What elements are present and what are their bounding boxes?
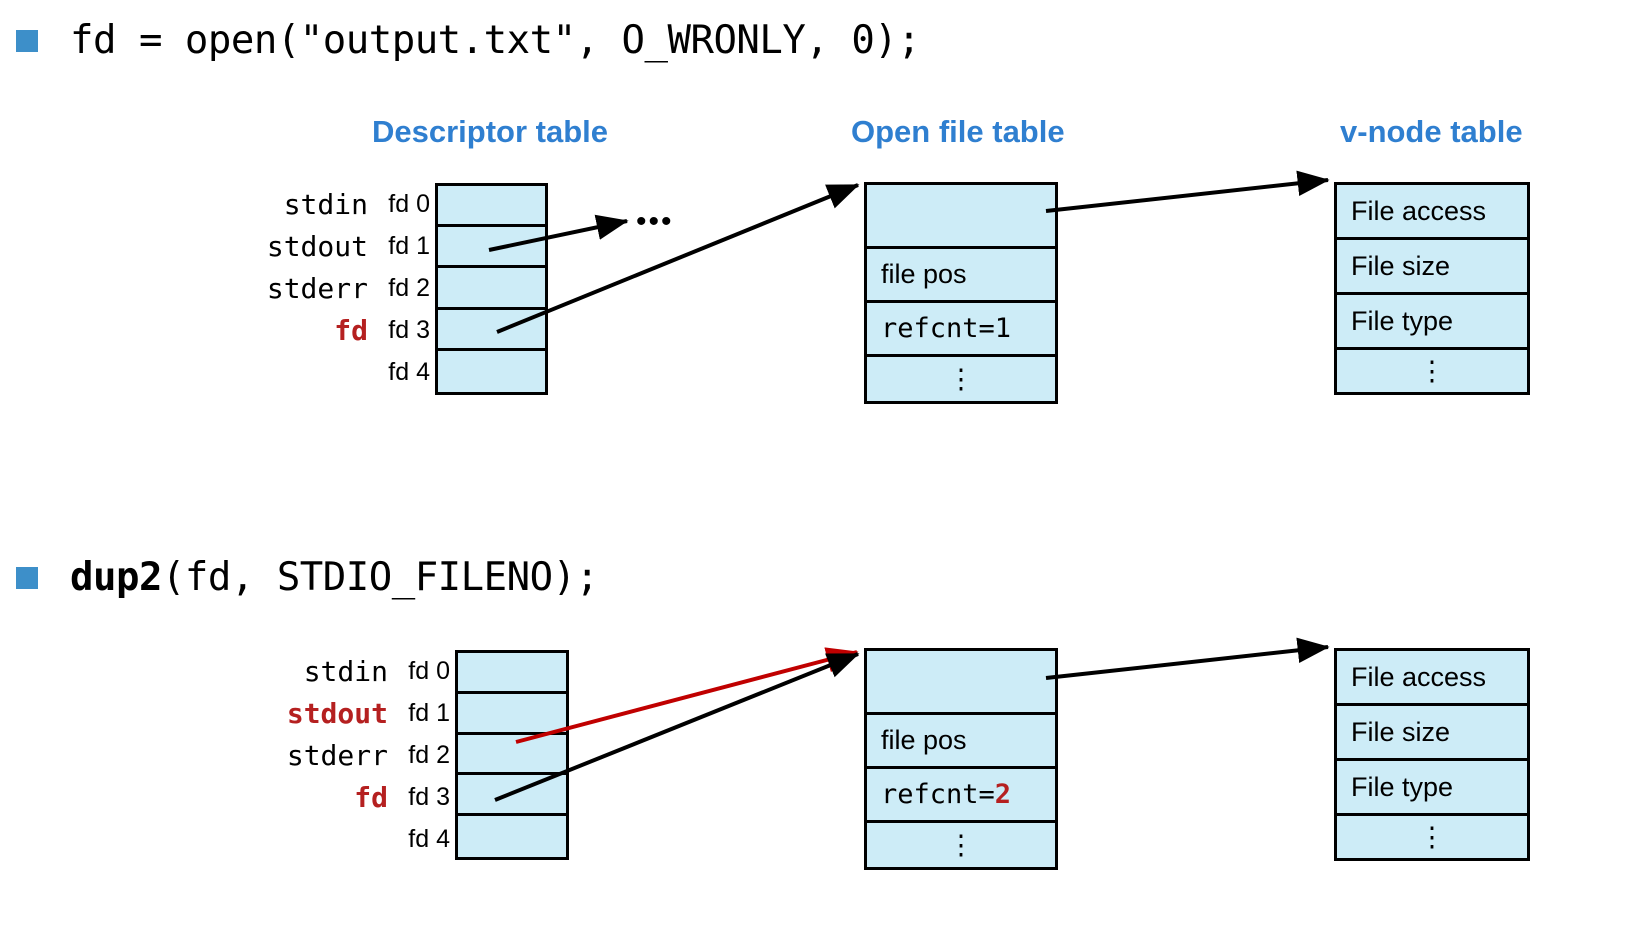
fd-label-row-bottom-3: fd fd 3	[200, 776, 450, 818]
descriptor-cell-top-4	[438, 350, 545, 392]
vnode-cell-top-size: File size	[1337, 240, 1527, 295]
fd-num-bottom-1: fd 1	[408, 698, 450, 727]
fd-num-bottom-4: fd 4	[408, 824, 450, 853]
open-file-cell-bottom-more: ⋮	[867, 823, 1055, 867]
fd-label-row-bottom-4: fd 4	[200, 818, 450, 860]
fd-num-bottom-3: fd 3	[408, 782, 450, 811]
bullet-dup2-rest: (fd, STDIO_FILENO);	[161, 555, 599, 600]
bullet-dup2-call: dup2(fd, STDIO_FILENO);	[16, 555, 599, 600]
fd-labels-top: stdin fd 0 stdout fd 1 stderr fd 2 fd fd…	[180, 183, 430, 395]
title-vnode-table-top: v-node table	[1340, 114, 1523, 149]
vnode-cell-bottom-size: File size	[1337, 706, 1527, 761]
vnode-cell-bottom-more: ⋮	[1337, 816, 1527, 858]
refcnt-value-top: 1	[994, 313, 1012, 344]
open-file-cell-top-0	[867, 185, 1055, 249]
fd-label-row-top-2: stderr fd 2	[180, 267, 430, 309]
fd-name-bottom-0: stdin	[303, 654, 388, 688]
bullet-square-icon-2	[16, 566, 38, 589]
title-descriptor-table-top: Descriptor table	[372, 114, 609, 149]
open-file-cell-top-filepos: file pos	[867, 249, 1055, 303]
open-file-cell-top-more: ⋮	[867, 357, 1055, 401]
open-file-table-bottom: file pos refcnt=2 ⋮	[864, 648, 1058, 870]
fd-label-row-top-4: fd 4	[180, 351, 430, 393]
descriptor-cell-bottom-2	[458, 734, 566, 776]
descriptor-cell-top-0	[438, 186, 545, 228]
refcnt-value-bottom: 2	[994, 779, 1012, 810]
fd-num-bottom-2: fd 2	[408, 740, 450, 769]
bullet-open-call-text: fd = open("output.txt", O_WRONLY, 0);	[70, 18, 921, 63]
vnode-cell-bottom-type: File type	[1337, 761, 1527, 816]
arrow-top-openfile-to-vnode	[1045, 170, 1330, 213]
refcnt-label-bottom: refcnt=	[881, 779, 995, 810]
fd-name-top-3: fd	[334, 313, 368, 347]
bullet-dup2-call-text: dup2(fd, STDIO_FILENO);	[70, 555, 599, 600]
descriptor-table-bottom	[455, 650, 569, 860]
vnode-table-bottom: File access File size File type ⋮	[1334, 648, 1530, 861]
descriptor-cell-bottom-3	[458, 775, 566, 817]
fd-labels-bottom: stdin fd 0 stdout fd 1 stderr fd 2 fd fd…	[200, 650, 450, 860]
descriptor-cell-top-1	[438, 227, 545, 269]
ellipsis-top: •••	[636, 205, 674, 238]
fd-num-top-3: fd 3	[388, 315, 430, 344]
descriptor-cell-top-2	[438, 268, 545, 310]
arrow-top-fd3-to-openfile	[496, 183, 860, 334]
fd-name-top-1: stdout	[266, 229, 368, 263]
fd-num-top-4: fd 4	[388, 357, 430, 386]
fd-label-row-top-0: stdin fd 0	[180, 183, 430, 225]
fd-num-top-0: fd 0	[388, 189, 430, 218]
fd-label-row-bottom-2: stderr fd 2	[200, 734, 450, 776]
fd-label-row-bottom-1: stdout fd 1	[200, 692, 450, 734]
bullet-open-call: fd = open("output.txt", O_WRONLY, 0);	[16, 18, 921, 63]
vnode-table-top: File access File size File type ⋮	[1334, 182, 1530, 395]
fd-num-bottom-0: fd 0	[408, 656, 450, 685]
fd-num-top-2: fd 2	[388, 273, 430, 302]
vnode-cell-top-type: File type	[1337, 295, 1527, 350]
open-file-cell-bottom-filepos: file pos	[867, 715, 1055, 769]
fd-name-top-0: stdin	[283, 187, 368, 221]
descriptor-cell-bottom-1	[458, 693, 566, 735]
descriptor-cell-top-3	[438, 309, 545, 351]
bullet-square-icon	[16, 29, 38, 52]
open-file-cell-top-refcnt: refcnt=1	[867, 303, 1055, 357]
fd-num-top-1: fd 1	[388, 231, 430, 260]
vnode-cell-top-more: ⋮	[1337, 350, 1527, 392]
descriptor-table-top	[435, 183, 548, 395]
fd-name-bottom-2: stderr	[286, 738, 388, 772]
fd-name-top-2: stderr	[266, 271, 368, 305]
vnode-cell-top-access: File access	[1337, 185, 1527, 240]
title-open-file-table-top: Open file table	[851, 114, 1065, 149]
fd-label-row-top-1: stdout fd 1	[180, 225, 430, 267]
vnode-cell-bottom-access: File access	[1337, 651, 1527, 706]
arrow-bottom-openfile-to-vnode	[1045, 637, 1330, 680]
fd-name-bottom-1: stdout	[286, 696, 388, 730]
fd-label-row-top-3: fd fd 3	[180, 309, 430, 351]
fd-label-row-bottom-0: stdin fd 0	[200, 650, 450, 692]
open-file-table-top: file pos refcnt=1 ⋮	[864, 182, 1058, 404]
descriptor-cell-bottom-4	[458, 816, 566, 857]
descriptor-cell-bottom-0	[458, 653, 566, 694]
bullet-dup2-bold: dup2	[70, 555, 162, 600]
fd-name-bottom-3: fd	[354, 780, 388, 814]
refcnt-label-top: refcnt=	[881, 313, 995, 344]
open-file-cell-bottom-refcnt: refcnt=2	[867, 769, 1055, 823]
open-file-cell-bottom-0	[867, 651, 1055, 715]
